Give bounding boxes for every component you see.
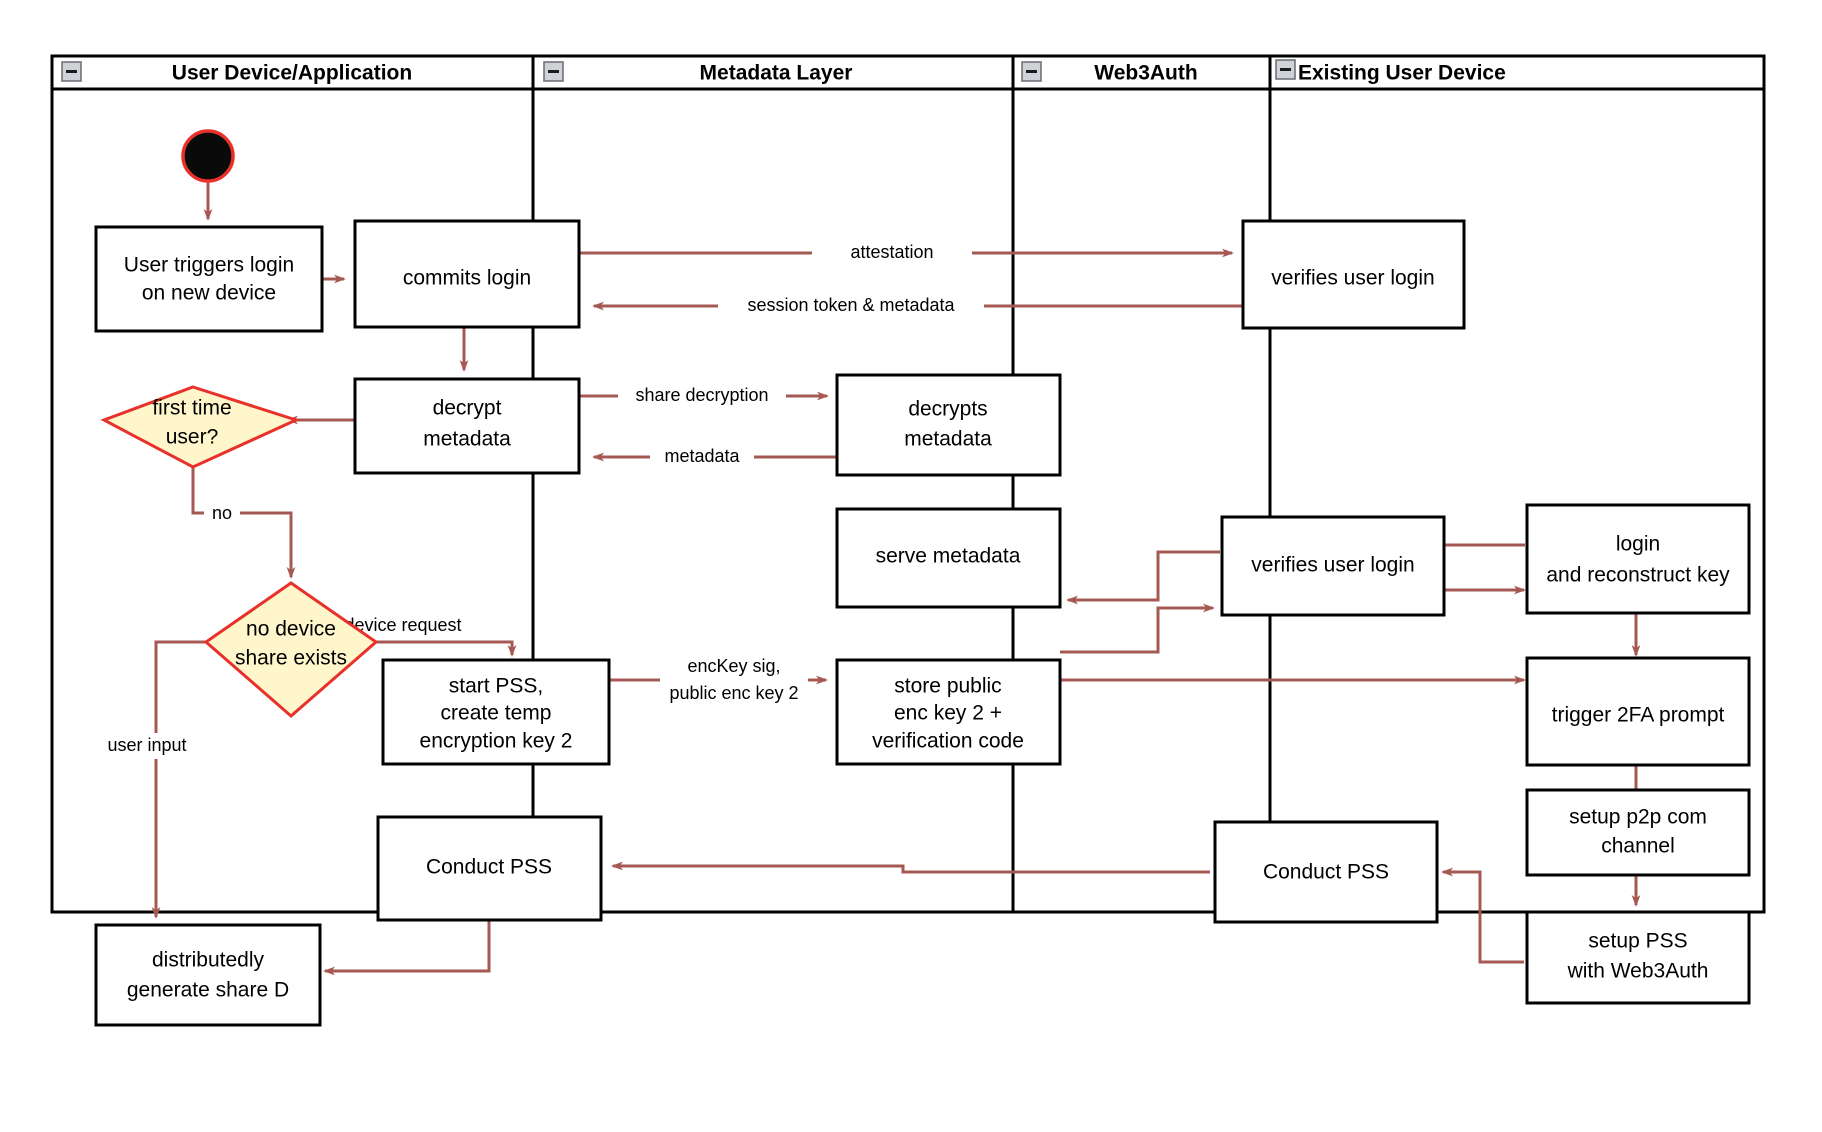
node-conduct-pss-web3auth[interactable]: Conduct PSS <box>1213 820 1439 924</box>
node-label-line: User triggers login <box>124 254 294 277</box>
edge-label-device-request: device request <box>344 615 461 635</box>
node-label-line: store public <box>894 675 1001 698</box>
edge-label-share-decryption: share decryption <box>635 385 768 405</box>
node-conduct-pss-user[interactable]: Conduct PSS <box>376 815 603 922</box>
edge-device-request <box>376 640 517 657</box>
node-commits-login[interactable]: commits login <box>353 219 581 329</box>
node-label-line: Conduct PSS <box>1263 861 1389 884</box>
lane-title-web3auth: Web3Auth <box>1094 62 1197 85</box>
node-label-line: and reconstruct key <box>1546 564 1730 587</box>
node-label-line: with Web3Auth <box>1567 960 1709 983</box>
edge-serve-to-verify <box>1060 603 1215 654</box>
edges <box>151 166 1641 976</box>
lane-header-user-device: User Device/Application <box>61 61 412 85</box>
node-label-line: login <box>1616 533 1660 556</box>
node-label-line: no device <box>246 618 336 641</box>
edge-label-attestation: attestation <box>850 242 933 262</box>
node-setup-p2p-com-channel[interactable]: setup p2p com channel <box>1525 788 1751 877</box>
node-label-line: encryption key 2 <box>420 730 573 753</box>
node-label-line: setup p2p com <box>1569 806 1707 829</box>
node-label-line: commits login <box>403 267 531 290</box>
node-distributedly-generate-share-d[interactable]: distributedly generate share D <box>94 923 322 1027</box>
node-label-line: verifies user login <box>1271 267 1434 290</box>
node-no-device-share-exists[interactable]: no device share exists <box>203 581 379 718</box>
node-label-line: verifies user login <box>1251 554 1414 577</box>
edge-no <box>191 467 296 579</box>
node-label-line: Conduct PSS <box>426 856 552 879</box>
node-serve-metadata[interactable]: serve metadata <box>835 507 1062 609</box>
edge-labels: attestation session token & metadata sha… <box>92 240 984 759</box>
node-label-line: on new device <box>142 282 276 305</box>
node-trigger-2fa-prompt[interactable]: trigger 2FA prompt <box>1525 656 1751 767</box>
node-verifies-user-login-2[interactable]: verifies user login <box>1220 515 1446 617</box>
node-label-line: user? <box>166 426 219 449</box>
edge-verify-to-serve <box>1066 550 1220 605</box>
node-label-line: metadata <box>904 428 992 451</box>
lane-header-existing-device: Existing User Device <box>1275 59 1506 85</box>
node-label-line: verification code <box>872 730 1024 753</box>
node-first-time-user[interactable]: first time user? <box>100 385 301 469</box>
minus-box-icon[interactable] <box>61 61 82 82</box>
node-label-line: first time <box>152 397 231 420</box>
node-label-line: enc key 2 + <box>894 702 1002 725</box>
node-label-line: trigger 2FA prompt <box>1552 704 1725 727</box>
edge-label-no: no <box>212 503 232 523</box>
node-label-line: start PSS, <box>449 675 544 698</box>
node-store-public-enc-key[interactable]: store public enc key 2 + verification co… <box>835 658 1062 766</box>
node-label-line: serve metadata <box>876 545 1021 568</box>
lane-frame <box>50 54 1766 914</box>
edge-label-user-input: user input <box>107 735 186 755</box>
edge-label-enckey-line1: encKey sig, <box>687 656 780 676</box>
minus-box-icon[interactable] <box>543 61 564 82</box>
node-label-line: setup PSS <box>1588 930 1687 953</box>
node-label-line: decrypt <box>433 397 502 420</box>
edge-conduct-to-share-d <box>323 920 491 976</box>
node-verifies-user-login-1[interactable]: verifies user login <box>1241 219 1466 330</box>
node-setup-pss-with-web3auth[interactable]: setup PSS with Web3Auth <box>1525 910 1751 1005</box>
edge-label-metadata: metadata <box>664 446 740 466</box>
lane-title-existing-device: Existing User Device <box>1298 62 1506 85</box>
node-label-line: decrypts <box>908 398 987 421</box>
edge-user-input <box>151 640 206 919</box>
edge-setup-pss-to-conduct <box>1441 867 1524 964</box>
node-login-and-reconstruct-key[interactable]: login and reconstruct key <box>1525 503 1751 615</box>
lane-header-web3auth: Web3Auth <box>1021 61 1198 85</box>
edge-label-session-token: session token & metadata <box>747 295 955 315</box>
edge-conduct-to-conduct <box>611 861 1210 874</box>
node-label-line: create temp <box>441 702 552 725</box>
node-label-line: metadata <box>423 428 511 451</box>
node-decrypts-metadata[interactable]: decrypts metadata <box>835 373 1062 477</box>
node-label-line: generate share D <box>127 979 289 1002</box>
node-label-line: share exists <box>235 647 347 670</box>
node-start[interactable] <box>181 129 235 183</box>
node-label-line: channel <box>1601 835 1675 858</box>
node-label-line: distributedly <box>152 949 265 972</box>
node-start-pss-create-temp-key[interactable]: start PSS, create temp encryption key 2 <box>381 658 611 766</box>
minus-box-icon[interactable] <box>1021 61 1042 82</box>
node-decrypt-metadata[interactable]: decrypt metadata <box>353 377 581 475</box>
node-user-triggers-login[interactable]: User triggers login on new device <box>94 225 324 333</box>
lane-header-metadata: Metadata Layer <box>543 61 853 85</box>
lane-title-metadata: Metadata Layer <box>700 62 853 85</box>
edge-label-enckey-line2: public enc key 2 <box>669 683 798 703</box>
lane-title-user-device: User Device/Application <box>172 62 412 85</box>
minus-box-icon[interactable] <box>1275 59 1296 80</box>
